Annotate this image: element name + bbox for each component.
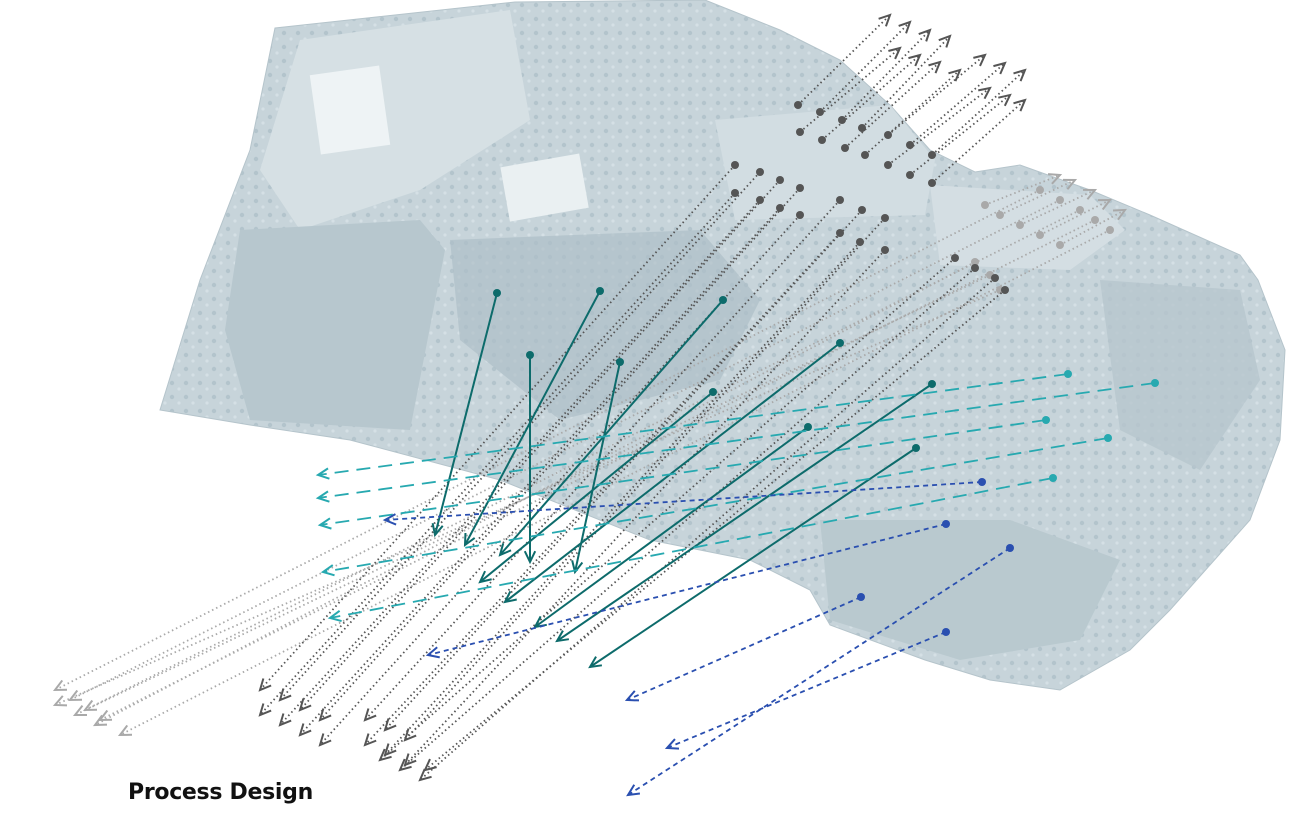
teal-solid-flow (571, 358, 624, 575)
site-aerial-base (159, 0, 1286, 691)
light-dotted-flow (92, 258, 979, 727)
teal-solid-flow (478, 388, 717, 584)
court-area (225, 220, 445, 430)
upper-exit-flow (1016, 188, 1098, 229)
grey-dotted-flow (258, 189, 739, 717)
upper-exit-flow (861, 68, 962, 159)
light-dotted-flow (67, 196, 1064, 702)
teal-solid-flow (588, 444, 920, 669)
upper-exit-flow (884, 53, 987, 139)
upper-exit-flow (841, 60, 942, 152)
teal-solid-flow (498, 296, 727, 557)
upper-exit-flow (981, 173, 1063, 209)
teal-solid-flow (463, 287, 604, 548)
roof-block (309, 65, 391, 155)
blue-dashed-flow (425, 520, 950, 659)
upper-exit-flow (928, 68, 1027, 159)
teal-solid-flow (523, 351, 537, 565)
grey-dotted-flow (418, 274, 999, 782)
upper-exit-flow (906, 93, 1012, 179)
grey-dotted-flow (378, 254, 959, 762)
building-wing-right (930, 185, 1125, 270)
garden-shade (450, 230, 760, 420)
blue-dashed-flow (624, 593, 865, 702)
grey-dotted-flow (278, 196, 764, 727)
teal-solid-flow (555, 380, 936, 643)
grey-dotted-flow (403, 214, 889, 742)
cyan-dashed-flow (327, 474, 1057, 623)
cyan-dashed-flow (320, 434, 1112, 577)
blue-dashed-flow (626, 544, 1014, 797)
grey-dotted-flow (298, 204, 784, 737)
grey-dotted-flow (383, 206, 866, 732)
light-dotted-flow (52, 186, 1044, 692)
building-wing-left (715, 105, 935, 220)
upper-exit-flow (906, 61, 1007, 149)
grey-dotted-flow (258, 161, 739, 692)
teal-solid-flow (431, 289, 501, 538)
upper-exit-flow (1056, 208, 1128, 249)
cyan-dashed-flow (315, 370, 1072, 480)
upper-exit-flow (884, 86, 992, 169)
upper-exit-flow (794, 13, 892, 109)
building-block (500, 153, 589, 222)
upper-exit-flow (996, 178, 1078, 219)
blue-dashed-flow (382, 478, 986, 526)
upper-exit-flow (1036, 198, 1113, 239)
grey-dotted-flow (423, 286, 1009, 772)
grey-dotted-flow (363, 229, 844, 747)
grey-dotted-flow (363, 196, 844, 722)
diagram-caption: Process Design (128, 780, 313, 805)
blue-dashed-flow (664, 628, 950, 750)
upper-exit-flow (796, 46, 902, 136)
light-dotted-flow (117, 226, 1114, 737)
movement-flows (52, 13, 1159, 797)
upper-exit-flow (858, 34, 952, 132)
grey-dotted-flow (318, 184, 804, 722)
grey-dotted-flow (398, 264, 979, 772)
lawn-area (260, 10, 530, 230)
teal-solid-flow (503, 339, 844, 604)
upper-exit-flow (928, 98, 1027, 187)
garden-shade-east (1100, 280, 1260, 470)
cyan-dashed-flow (317, 416, 1050, 530)
grey-dotted-flow (298, 176, 784, 712)
upper-exit-flow (818, 53, 922, 144)
cyan-dashed-flow (315, 379, 1159, 503)
grey-dotted-flow (318, 211, 804, 747)
light-dotted-flow (97, 216, 1099, 722)
lower-terrace (820, 520, 1120, 660)
